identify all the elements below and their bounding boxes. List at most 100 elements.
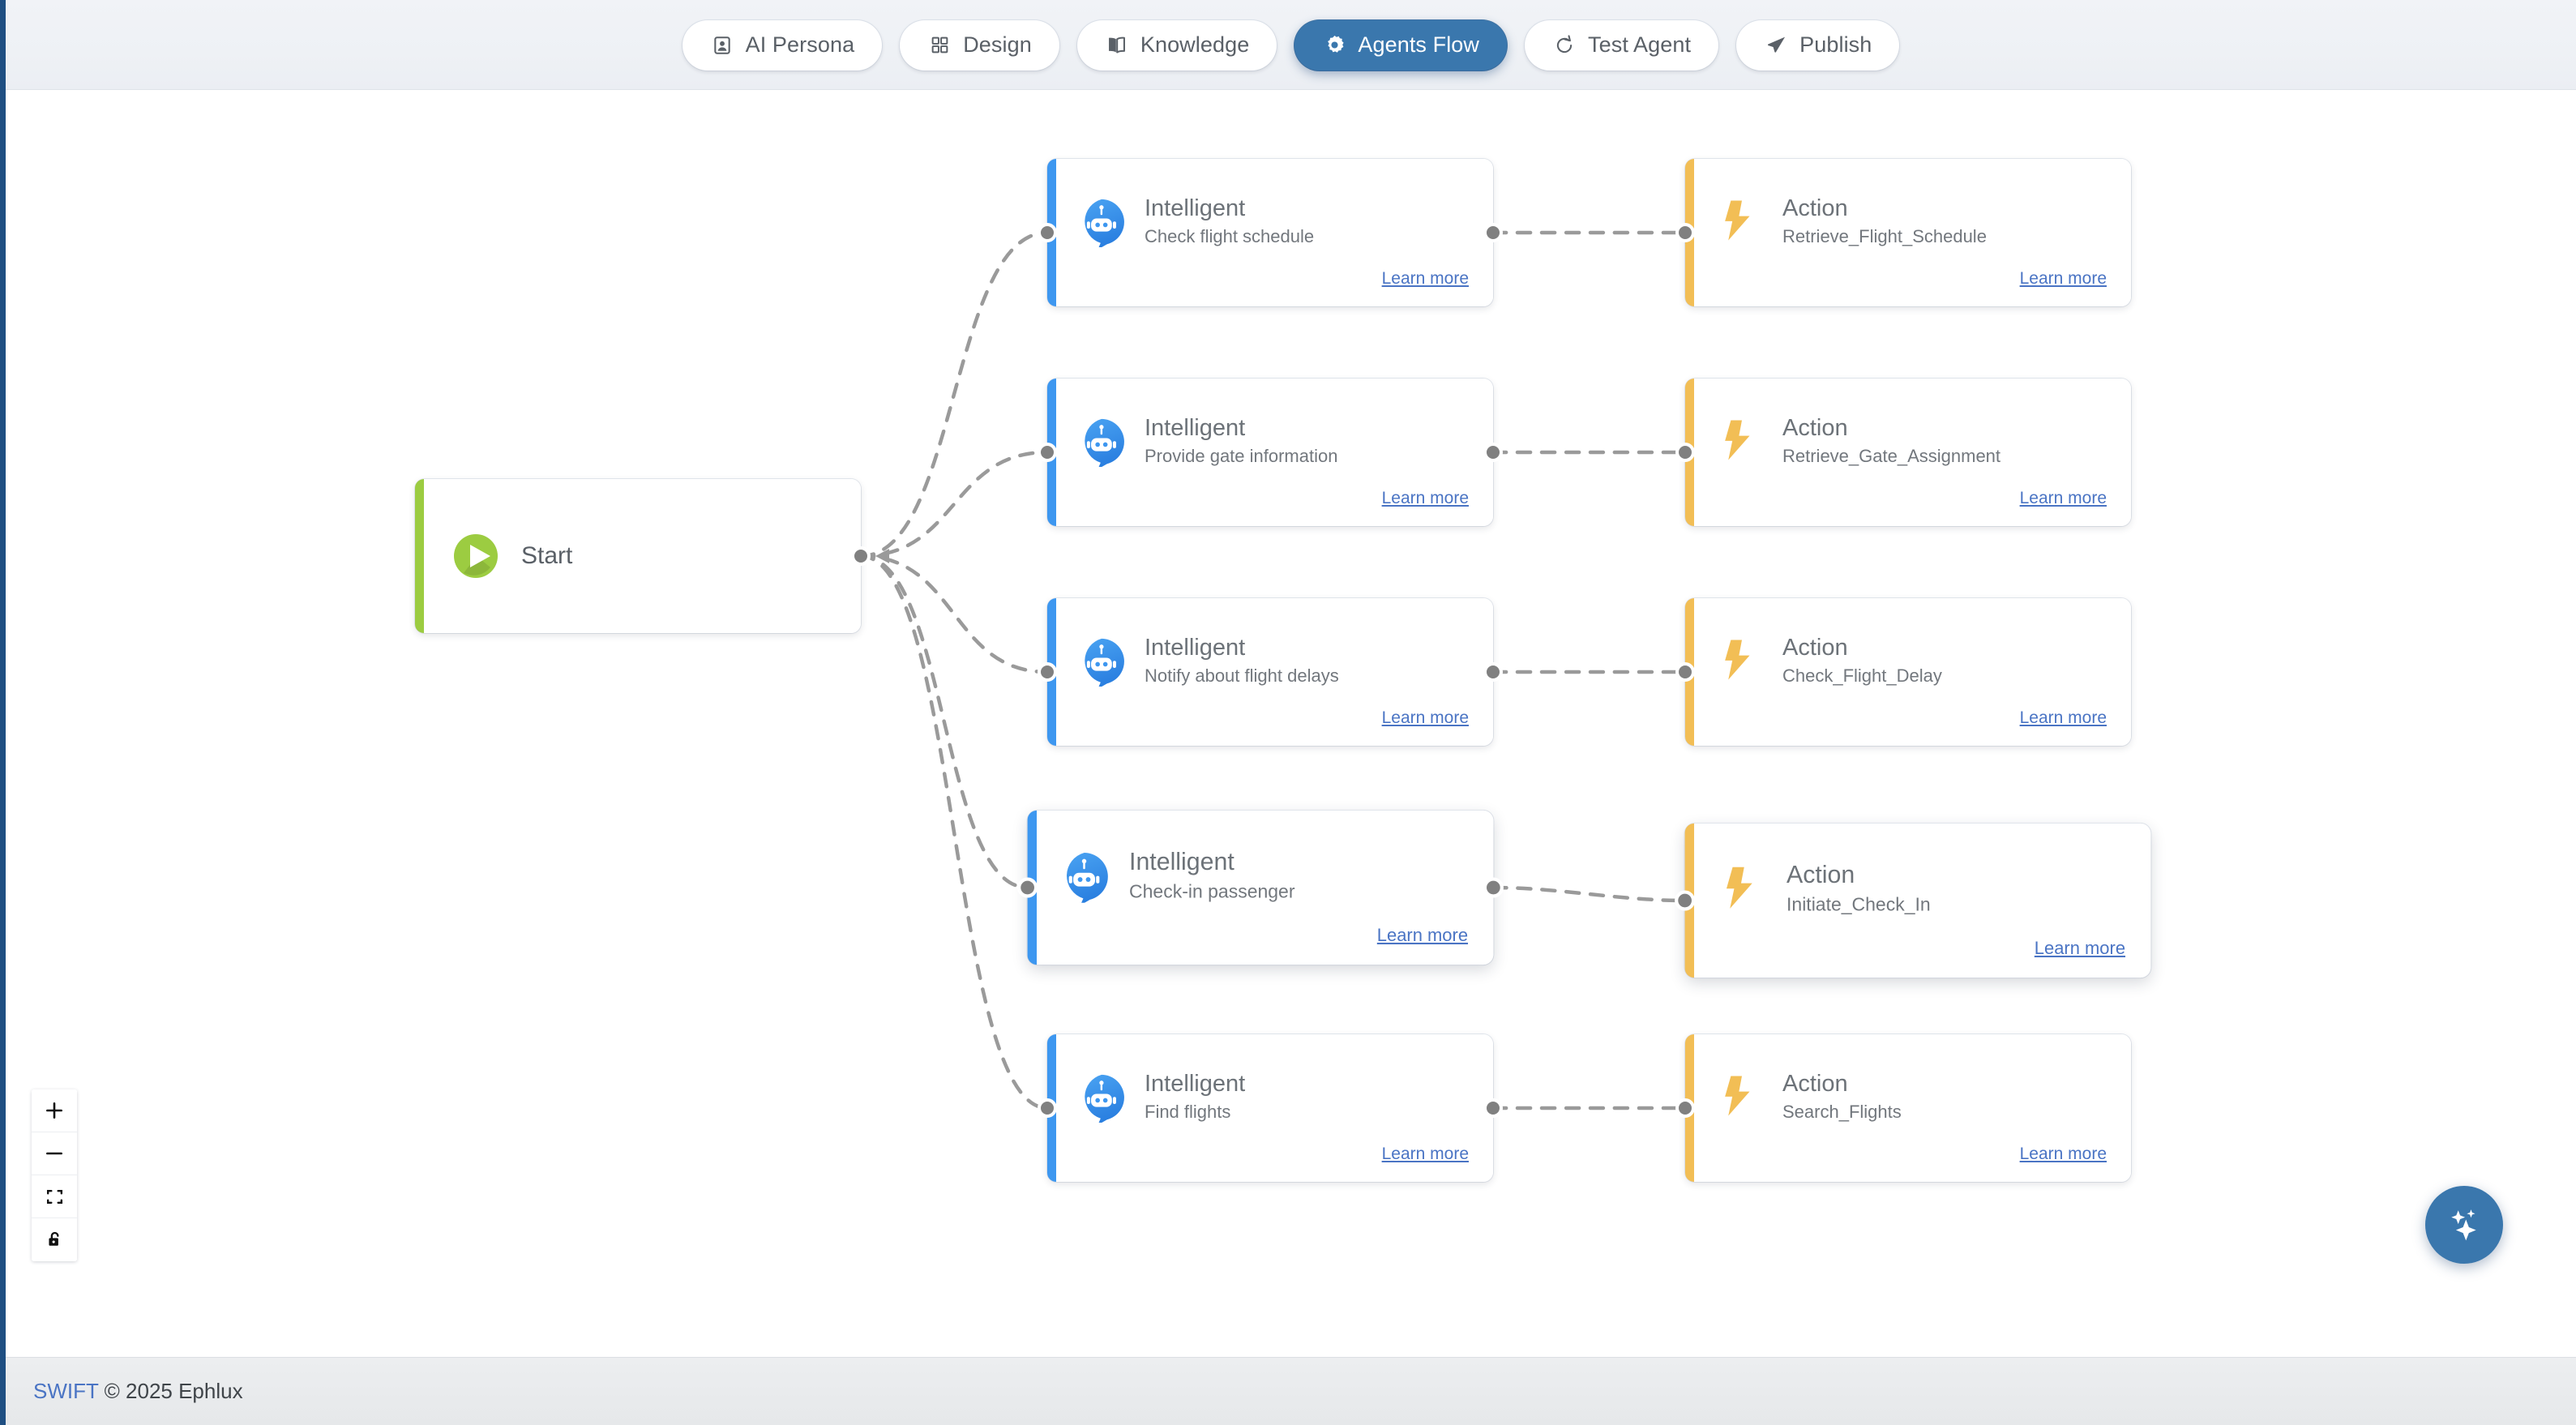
agent-input-handle[interactable] — [1038, 443, 1057, 462]
gear-icon — [1322, 33, 1346, 58]
tab-design[interactable]: Design — [900, 19, 1059, 71]
tab-knowledge[interactable]: Knowledge — [1076, 19, 1277, 71]
tab-label: Knowledge — [1140, 32, 1250, 57]
tab-agents-flow[interactable]: Agents Flow — [1294, 19, 1508, 71]
start-content: Start — [451, 532, 572, 580]
agent-input-handle[interactable] — [1038, 662, 1057, 682]
action-subtitle: Check_Flight_Delay — [1782, 665, 1942, 686]
zoom-controls — [32, 1089, 77, 1261]
robot-icon — [1076, 1072, 1127, 1123]
person-badge-icon — [710, 33, 734, 58]
action-body — [1694, 379, 2131, 526]
action-input-handle[interactable] — [1675, 662, 1695, 682]
lightning-icon — [1714, 197, 1765, 247]
agent-input-handle[interactable] — [1038, 1098, 1057, 1118]
agent-input-handle[interactable] — [1017, 877, 1038, 898]
flow-edge — [858, 450, 1050, 558]
robot-icon — [1076, 197, 1127, 247]
learn-more-link[interactable]: Learn more — [2019, 708, 2107, 727]
start-label: Start — [521, 542, 573, 569]
zoom-out-button[interactable] — [32, 1132, 77, 1175]
ai-assistant-fab[interactable] — [2425, 1186, 2503, 1264]
agent-input-handle[interactable] — [1038, 223, 1057, 242]
agent-output-handle[interactable] — [1483, 1098, 1503, 1118]
action-subtitle: Search_Flights — [1782, 1101, 1902, 1122]
tab-label: Publish — [1799, 32, 1872, 57]
left-accent-rail — [0, 0, 6, 1425]
flow-edge — [858, 554, 1050, 674]
book-icon — [1105, 33, 1129, 58]
action-title: Action — [1782, 195, 1848, 221]
zoom-in-button[interactable] — [32, 1089, 77, 1132]
fit-view-button[interactable] — [32, 1175, 77, 1218]
learn-more-link[interactable]: Learn more — [2034, 939, 2126, 959]
tab-ai-persona[interactable]: AI Persona — [682, 19, 883, 71]
agent-body — [1056, 1034, 1493, 1182]
footer-copyright: © 2025 Ephlux — [104, 1379, 243, 1403]
action-body — [1694, 1034, 2131, 1182]
action-input-handle[interactable] — [1675, 890, 1696, 911]
agent-output-handle[interactable] — [1483, 443, 1503, 462]
play-icon — [451, 532, 500, 580]
action-body — [1694, 598, 2131, 746]
robot-icon — [1058, 850, 1110, 903]
learn-more-link[interactable]: Learn more — [2019, 1145, 2107, 1163]
agent-title: Intelligent — [1129, 848, 1235, 876]
tab-publish[interactable]: Publish — [1736, 19, 1900, 71]
tab-test-agent[interactable]: Test Agent — [1525, 19, 1719, 71]
learn-more-link[interactable]: Learn more — [2019, 269, 2107, 288]
action-input-handle[interactable] — [1675, 223, 1695, 242]
lock-button[interactable] — [32, 1218, 77, 1261]
action-body — [1694, 159, 2131, 306]
action-input-handle[interactable] — [1675, 1098, 1695, 1118]
learn-more-link[interactable]: Learn more — [2019, 489, 2107, 507]
agent-subtitle: Check flight schedule — [1145, 225, 1315, 246]
action-input-handle[interactable] — [1675, 443, 1695, 462]
agent-title: Intelligent — [1145, 195, 1246, 221]
learn-more-link[interactable]: Learn more — [1381, 489, 1469, 507]
lightning-icon — [1715, 863, 1768, 916]
agent-output-handle[interactable] — [1483, 877, 1504, 898]
start-accent-bar — [415, 479, 424, 633]
learn-more-link[interactable]: Learn more — [1376, 926, 1469, 946]
agent-output-handle[interactable] — [1483, 223, 1503, 242]
agent-subtitle: Find flights — [1145, 1101, 1231, 1122]
start-output-handle[interactable] — [851, 546, 871, 566]
flow-edge — [858, 230, 1050, 558]
learn-more-link[interactable]: Learn more — [1381, 1145, 1469, 1163]
agent-title: Intelligent — [1145, 415, 1246, 441]
action-body — [1694, 823, 2151, 978]
lightning-icon — [1714, 636, 1765, 687]
node-start[interactable]: Start — [415, 479, 871, 633]
footer-text: SWIFT © 2025 Ephlux — [33, 1379, 243, 1404]
learn-more-link[interactable]: Learn more — [1381, 269, 1469, 288]
robot-icon — [1076, 636, 1127, 687]
learn-more-link[interactable]: Learn more — [1381, 708, 1469, 727]
action-title: Action — [1782, 1071, 1848, 1097]
agent-output-handle[interactable] — [1483, 662, 1503, 682]
agent-body — [1037, 810, 1494, 965]
agent-title: Intelligent — [1145, 1071, 1246, 1097]
